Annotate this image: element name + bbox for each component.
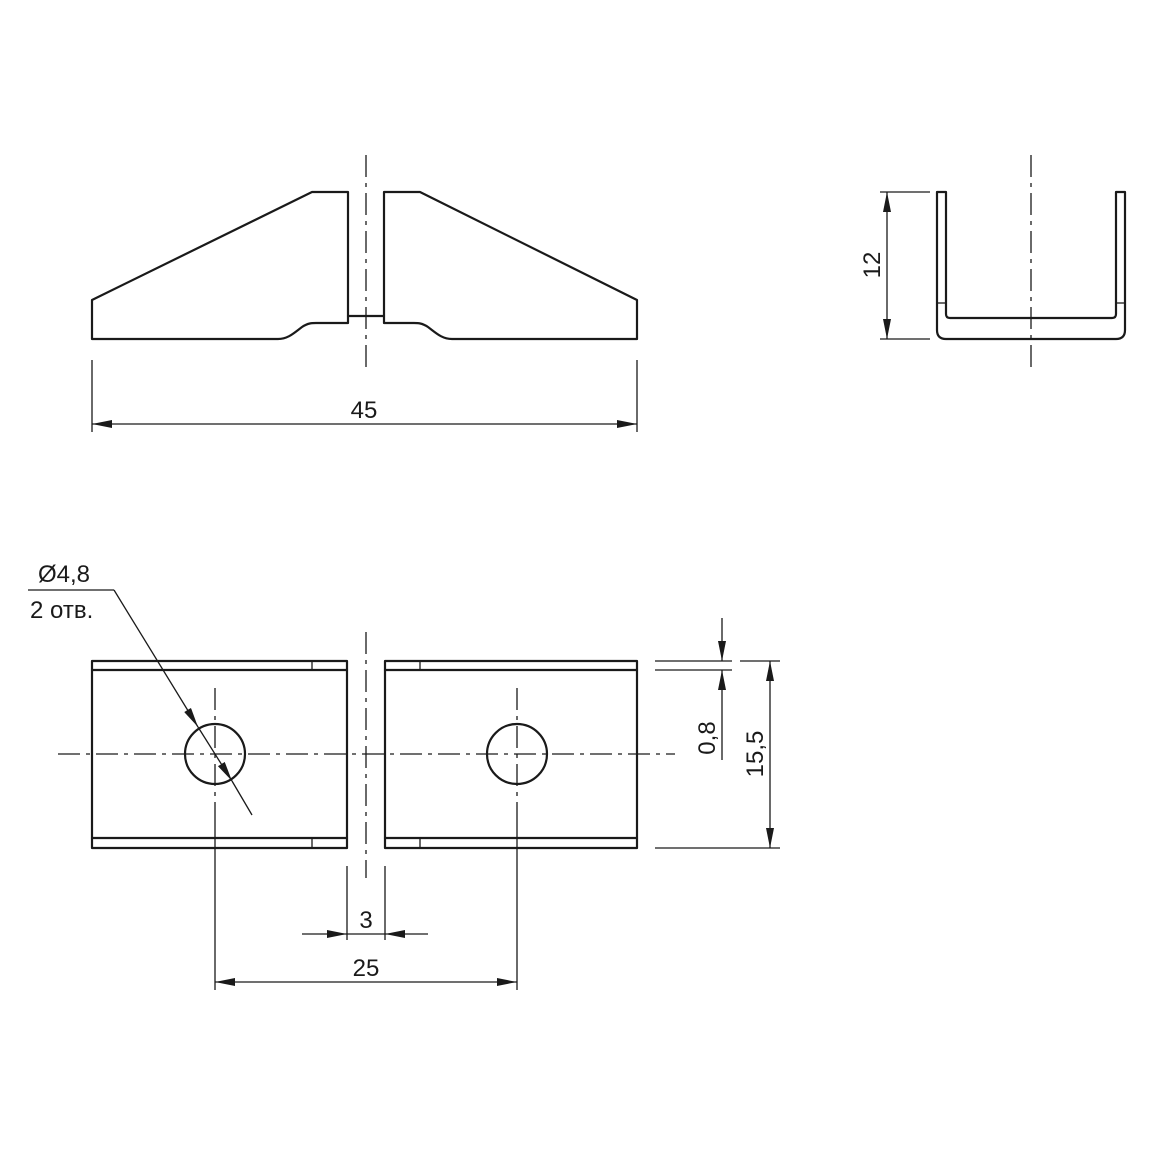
dimension-value-hole-spacing: 25 [353,955,380,982]
hole-count-label: 2 отв. [30,597,93,624]
dimension-thickness: 0,8 [655,618,732,760]
hole-callout: Ø4,8 2 отв. [28,561,253,816]
dimension-slot-width: 3 [302,866,428,940]
dimension-value-height: 12 [859,252,886,279]
dimension-width: 15,5 [655,660,780,849]
dimension-hole-spacing: 25 [214,820,518,990]
front-view-left-half [90,190,350,341]
leader-line [197,726,233,782]
leader-line [113,589,199,728]
dimension-value-slot-width: 3 [359,907,372,934]
side-view: 12 [859,155,1127,372]
top-view-left-plate [90,659,349,850]
dimension-value-thickness: 0,8 [694,721,721,754]
dimension-value-width: 15,5 [742,731,769,778]
leader-line [231,780,253,816]
front-view-right-half [382,190,639,341]
dimension-value-overall-length: 45 [351,397,378,424]
front-view: 45 [90,155,639,432]
hole-diameter-label: Ø4,8 [38,561,90,588]
top-view: Ø4,8 2 отв. 25 3 0,8 [28,561,780,990]
dimension-overall-length: 45 [91,360,638,432]
side-view-channel [935,190,1127,341]
dimension-height: 12 [859,191,930,340]
